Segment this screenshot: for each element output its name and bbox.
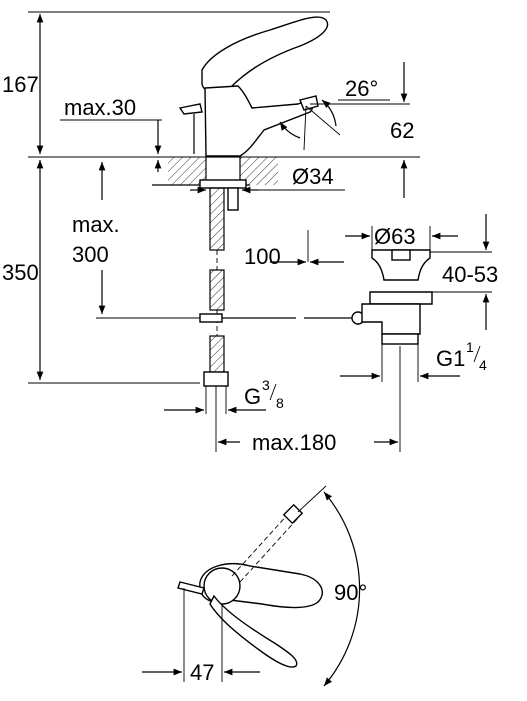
dim-g1-num: 1 [466, 339, 474, 355]
dim-34-label: Ø34 [292, 164, 334, 189]
dim-63-label: Ø63 [374, 224, 416, 249]
dim-g38-num: 3 [262, 377, 270, 393]
dim-26-label: 26° [345, 76, 378, 101]
dim-90-label: 90° [334, 580, 367, 605]
dim-167-label: 167 [2, 72, 39, 97]
dimension-g-3-8: G 3 8 [164, 377, 284, 414]
dimension-max-180: max.180 [215, 346, 401, 455]
dimension-dia-34: Ø34 [190, 164, 345, 194]
dim-g38-label: G [244, 384, 261, 409]
dim-g1-label: G1 [436, 346, 465, 371]
dim-max-label: max. [72, 212, 120, 237]
dim-300-label: 300 [72, 242, 109, 267]
dimension-100: 100 [244, 230, 344, 269]
dim-62-label: 62 [390, 118, 414, 143]
dimension-90-degrees: 90° [323, 491, 367, 687]
dim-g38-den: 8 [276, 395, 284, 411]
dimension-max-30: max.30 [60, 95, 162, 172]
dimension-167: 167 [2, 11, 330, 154]
dimension-26-degrees: 26° [279, 76, 390, 151]
dim-40-53-label: 40-53 [442, 262, 498, 287]
dim-350-label: 350 [2, 260, 39, 285]
faucet-top-view [177, 485, 327, 668]
waste-fitting [361, 249, 433, 345]
dimension-dia-63: Ø63 [345, 224, 458, 250]
dimension-350: 350 [2, 160, 200, 384]
dimension-47: 47 [142, 588, 260, 685]
dim-100-label: 100 [244, 244, 281, 269]
dim-g1-den: 4 [479, 357, 487, 373]
dim-max30-label: max.30 [64, 95, 136, 120]
dimension-g1-1-4: G1 1 4 [340, 339, 487, 382]
dimension-max-300: max. 300 [72, 162, 120, 314]
drain-rod [96, 311, 365, 325]
dimension-62: 62 [310, 62, 414, 198]
dimension-40-53: 40-53 [430, 214, 498, 330]
countertop-section [152, 156, 278, 387]
faucet-side-view [178, 16, 329, 157]
dim-47-label: 47 [190, 660, 214, 685]
dim-max180-label: max.180 [252, 430, 336, 455]
